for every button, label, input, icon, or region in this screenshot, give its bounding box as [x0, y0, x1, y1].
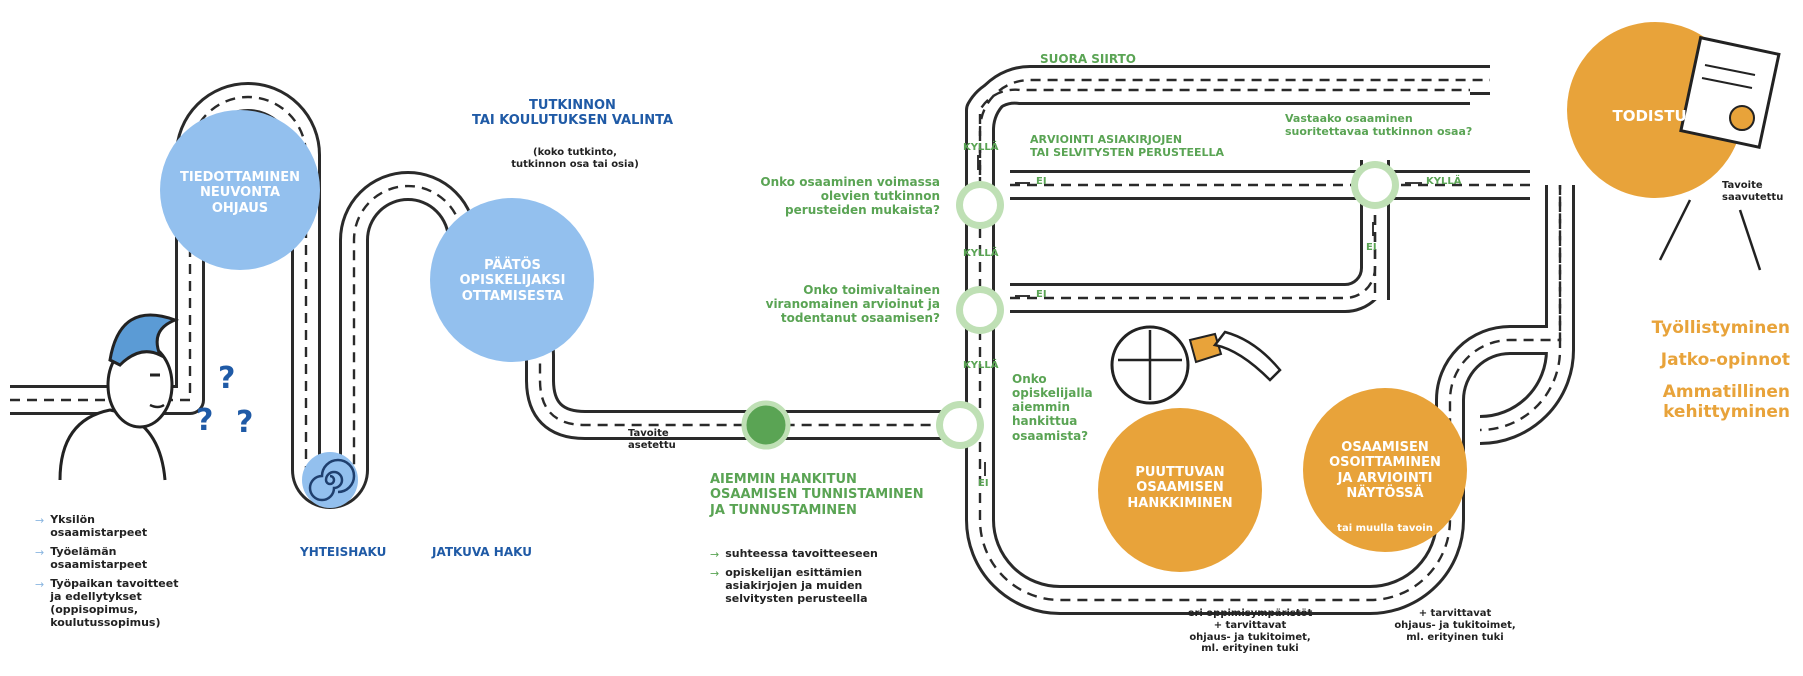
choice-subtitle: (koko tutkinto, tutkinnon osa tai osia)	[511, 147, 639, 170]
spiral-line	[308, 458, 356, 502]
recognition-title: AIEMMIN HANKITUN OSAAMISEN TUNNISTAMINEN…	[710, 472, 924, 518]
question-matches-unit: Vastaako osaaminen suoritettavaa tutkinn…	[1285, 112, 1473, 138]
outcome-employment: Työllistyminen	[1651, 318, 1790, 338]
question-mark-icon: ?	[218, 361, 235, 396]
missing-circle-label: PUUTTUVAN OSAAMISEN HANKKIMINEN	[1127, 465, 1233, 511]
goal-set-label: Tavoite asetettu	[628, 428, 676, 451]
goal-marker	[744, 403, 788, 447]
question-mark-icon: ?	[236, 405, 253, 440]
direct-transfer-label: SUORA SIIRTO	[1040, 52, 1136, 66]
choice-title: TUTKINNON TAI KOULUTUKSEN VALINTA	[471, 98, 674, 129]
missing-skills-note: eri oppimisympäristöt + tarvittavat ohja…	[1187, 608, 1313, 655]
spiral-icon	[302, 452, 358, 508]
certificate-circle-label: TODISTUS	[1612, 107, 1698, 125]
answer-no-4: EI	[1366, 242, 1377, 253]
answer-yes-1: KYLLÄ	[963, 142, 999, 153]
joint-application-label: YHTEISHAKU	[300, 545, 387, 559]
answer-yes-2: KYLLÄ	[963, 248, 999, 259]
arrow-right-icon: →	[710, 548, 720, 561]
hand-icon	[1212, 330, 1282, 382]
goal-marker-ring	[741, 400, 791, 450]
info-circle-label: TIEDOTTAMINEN NEUVONTA OHJAUS	[180, 170, 300, 216]
person-icon	[58, 313, 180, 481]
recognition-list: →suhteessa tavoitteeseen →opiskelijan es…	[710, 547, 940, 612]
decision-circle	[430, 198, 594, 362]
check-prior-skills-inner	[943, 408, 977, 442]
needs-item: →Työpaikan tavoitteet ja edellytykset (o…	[35, 576, 179, 629]
recognition-item: →suhteessa tavoitteeseen	[710, 547, 878, 561]
question-valid-skills: Onko osaaminen voimassa olevien tutkinno…	[760, 175, 940, 218]
goal-reached-label: Tavoite saavutettu	[1722, 180, 1784, 203]
answer-yes-4: KYLLÄ	[1426, 176, 1462, 187]
answer-yes-3: KYLLÄ	[963, 360, 999, 371]
missing-skills-circle	[1098, 408, 1262, 572]
check-matches-unit-inner	[1358, 168, 1392, 202]
decision-circle-label: PÄÄTÖS OPISKELIJAKSI OTTAMISESTA	[459, 258, 566, 304]
arrow-right-icon: →	[710, 567, 720, 580]
needs-item: →Työelämän osaamistarpeet	[35, 544, 148, 571]
outcome-further-studies: Jatko-opinnot	[1660, 350, 1790, 370]
question-authority-verified: Onko toimivaltainen viranomainen arvioin…	[765, 283, 940, 326]
answer-no-2: EI	[1036, 289, 1047, 300]
road-center-line	[978, 185, 1562, 602]
recognition-item: →opiskelijan esittämien asiakirjojen ja …	[710, 566, 868, 605]
info-circle	[160, 110, 320, 270]
continuous-application-label: JATKUVA HAKU	[432, 545, 532, 559]
puzzle-icon	[1110, 325, 1223, 405]
eval-docs-label: ARVIOINTI ASIAKIRJOJEN TAI SELVITYSTEN P…	[1030, 133, 1225, 159]
certificate-icon	[1658, 35, 1781, 271]
road-center-line	[978, 88, 1470, 175]
check-valid-skills-inner	[963, 188, 997, 222]
needs-list: →Yksilön osaamistarpeet →Työelämän osaam…	[35, 513, 225, 636]
answer-no-1: EI	[1036, 176, 1047, 187]
arrow-right-icon: →	[35, 514, 45, 527]
needs-item: →Yksilön osaamistarpeet	[35, 513, 148, 539]
question-mark-icon: ?	[196, 403, 213, 438]
outcome-professional-development: Ammatillinen kehittyminen	[1662, 382, 1790, 423]
answer-no-3: EI	[978, 478, 989, 489]
check-authority-verified-inner	[963, 293, 997, 327]
demonstration-circle	[1303, 388, 1467, 552]
arrow-right-icon: →	[35, 545, 45, 559]
road-center-line	[1479, 185, 1562, 432]
question-prior-skills: Onko opiskelijalla aiemmin hankittua osa…	[1012, 372, 1093, 443]
demo-circle-sublabel: tai muulla tavoin	[1337, 523, 1433, 534]
demo-note: + tarvittavat ohjaus- ja tukitoimet, ml.…	[1394, 608, 1516, 643]
arrow-right-icon: →	[35, 577, 45, 591]
demo-circle-label: OSAAMISEN OSOITTAMINEN JA ARVIOINTI NÄYT…	[1329, 440, 1441, 501]
